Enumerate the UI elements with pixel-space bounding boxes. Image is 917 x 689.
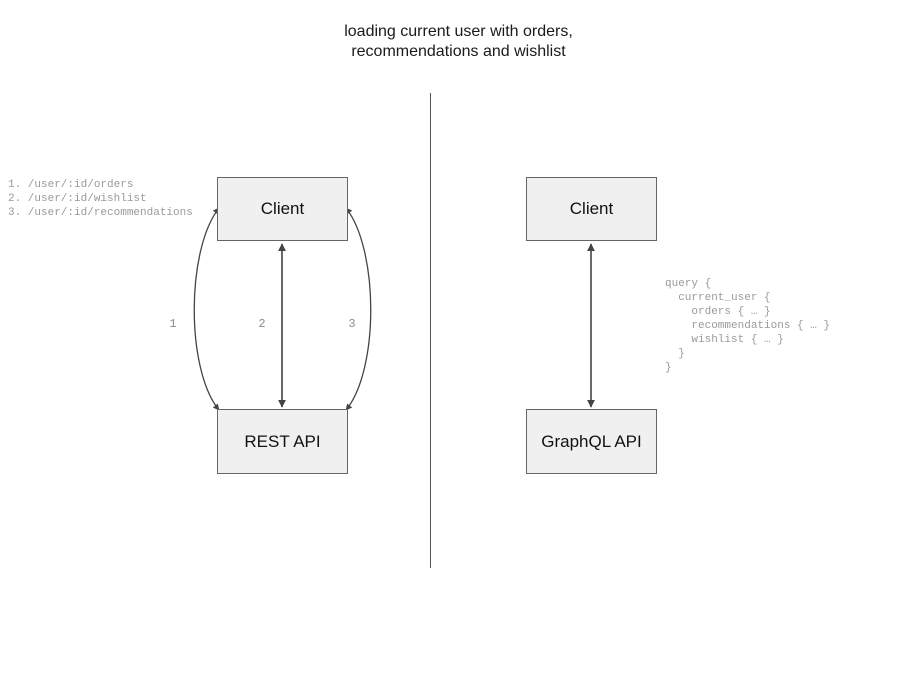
graphql-query-snippet: query { current_user { orders { … } reco… (665, 278, 831, 374)
edge-label-3: 3 (348, 317, 356, 331)
node-client-rest[interactable]: Client (217, 177, 348, 241)
node-client-graphql[interactable]: Client (526, 177, 657, 241)
rest-endpoints-list: 1. /user/:id/orders 2. /user/:id/wishlis… (8, 179, 193, 219)
node-graphql-api[interactable]: GraphQL API (526, 409, 657, 474)
edge-rest-1 (193, 207, 220, 411)
edge-label-2: 2 (258, 317, 266, 331)
page-title: loading current user with orders, recomm… (344, 23, 573, 60)
node-rest-api[interactable]: REST API (217, 409, 348, 474)
edge-rest-3 (345, 207, 372, 411)
panel-divider (430, 93, 431, 568)
edge-label-1: 1 (169, 317, 177, 331)
